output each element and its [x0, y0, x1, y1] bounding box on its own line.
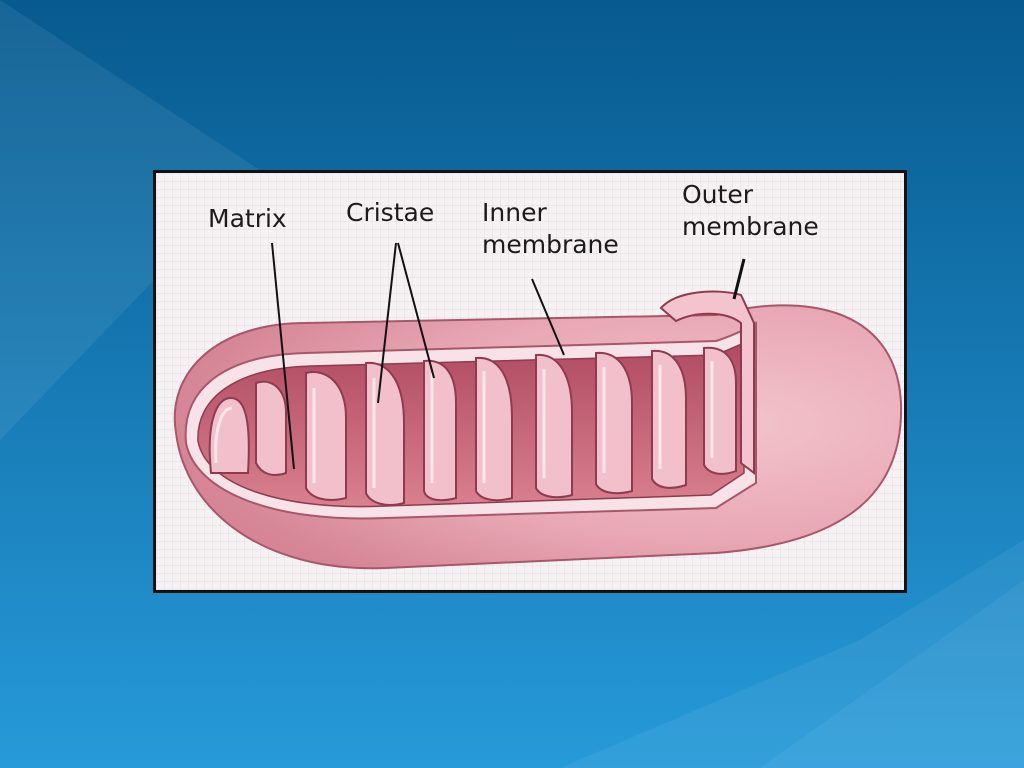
outer-membrane-leader-line: [732, 258, 746, 300]
outer-membrane-label-line2: membrane: [682, 212, 819, 241]
membrane-cross-section: [659, 290, 755, 476]
cristae-leader-line-2: [397, 242, 435, 379]
background-facet-bottom-right: [560, 540, 1024, 768]
cristae-label: Cristae: [346, 198, 435, 227]
cristae-highlights: [214, 361, 714, 488]
leader-lines: [271, 242, 746, 470]
outer-membrane-label-line1: Outer: [682, 180, 753, 209]
cristae-leader-line-1: [377, 242, 397, 404]
inner-membrane-label-line2: membrane: [482, 230, 619, 259]
matrix-leader-line: [271, 242, 295, 470]
inner-membrane-leader-line: [531, 278, 565, 356]
mitochondrion-illustration: [156, 173, 904, 590]
matrix-label: Matrix: [208, 204, 287, 233]
background-facet-bottom-right-light: [760, 580, 1024, 768]
background-facet-left: [0, 0, 260, 440]
mitochondrion-figure: Matrix Cristae Inner membrane Outer memb…: [153, 170, 907, 593]
inner-membrane-label-line1: Inner: [482, 198, 547, 227]
